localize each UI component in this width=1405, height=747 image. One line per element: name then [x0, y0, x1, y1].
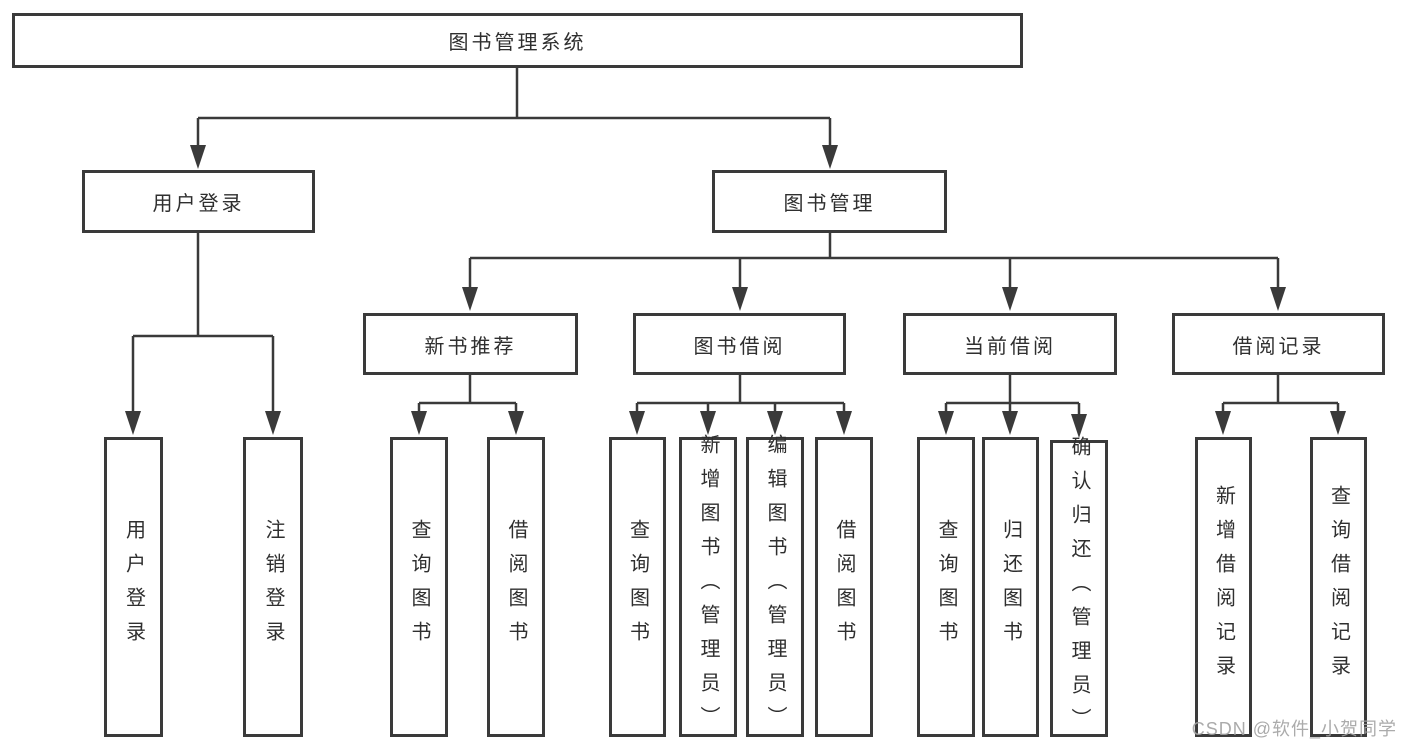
leaf-borrow-books-borrowing-label: 借阅图书 [833, 519, 855, 655]
node-borrowing-records-label: 借阅记录 [1232, 335, 1325, 358]
node-current-borrowing: 当前借阅 [903, 313, 1117, 375]
leaf-user-login-label: 用户登录 [122, 519, 145, 655]
leaf-add-borrow-record-label: 新增借阅记录 [1212, 485, 1235, 689]
leaf-add-borrow-record: 新增借阅记录 [1195, 437, 1252, 737]
node-library-management-system-label: 图书管理系统 [448, 32, 587, 54]
leaf-borrow-books-recommend: 借阅图书 [487, 437, 545, 737]
leaf-query-books-current-label: 查询图书 [935, 519, 957, 655]
node-library-management-system: 图书管理系统 [12, 13, 1023, 68]
leaf-query-books-recommend: 查询图书 [390, 437, 448, 737]
leaf-edit-books-admin-label: 编辑图书（管理员） [764, 434, 786, 740]
leaf-query-books-current: 查询图书 [917, 437, 975, 737]
node-book-borrowing-label: 图书借阅 [693, 335, 786, 358]
node-current-borrowing-label: 当前借阅 [964, 335, 1056, 358]
leaf-borrow-books-borrowing: 借阅图书 [815, 437, 873, 737]
leaf-query-books-borrowing-label: 查询图书 [626, 519, 649, 655]
csdn-watermark: CSDN @软件_小贺同学 [1191, 719, 1397, 739]
node-new-book-recommendation: 新书推荐 [363, 313, 578, 375]
node-new-book-recommendation-label: 新书推荐 [424, 335, 517, 358]
leaf-query-borrow-record: 查询借阅记录 [1310, 437, 1367, 737]
node-user-login-label: 用户登录 [152, 193, 245, 215]
leaf-confirm-return-admin: 确认归还（管理员） [1050, 436, 1108, 742]
leaf-add-books-admin: 新增图书（管理员） [679, 434, 737, 740]
leaf-logout-label: 注销登录 [262, 519, 284, 655]
leaf-confirm-return-admin-label: 确认归还（管理员） [1068, 435, 1090, 742]
leaf-logout: 注销登录 [243, 437, 303, 737]
node-user-login: 用户登录 [82, 170, 315, 233]
leaf-borrow-books-recommend-label: 借阅图书 [505, 519, 527, 655]
leaf-user-login: 用户登录 [104, 437, 163, 737]
leaf-return-books: 归还图书 [982, 437, 1039, 737]
leaf-query-books-borrowing: 查询图书 [609, 437, 666, 737]
leaf-add-books-admin-label: 新增图书（管理员） [697, 434, 719, 740]
node-book-management: 图书管理 [712, 170, 947, 233]
arrowheads [125, 145, 1346, 438]
leaf-query-borrow-record-label: 查询借阅记录 [1327, 485, 1350, 689]
node-borrowing-records: 借阅记录 [1172, 313, 1385, 375]
leaf-return-books-label: 归还图书 [999, 519, 1022, 655]
leaf-query-books-recommend-label: 查询图书 [408, 519, 430, 655]
node-book-borrowing: 图书借阅 [633, 313, 846, 375]
node-book-management-label: 图书管理 [783, 193, 876, 215]
leaf-edit-books-admin: 编辑图书（管理员） [746, 434, 804, 740]
